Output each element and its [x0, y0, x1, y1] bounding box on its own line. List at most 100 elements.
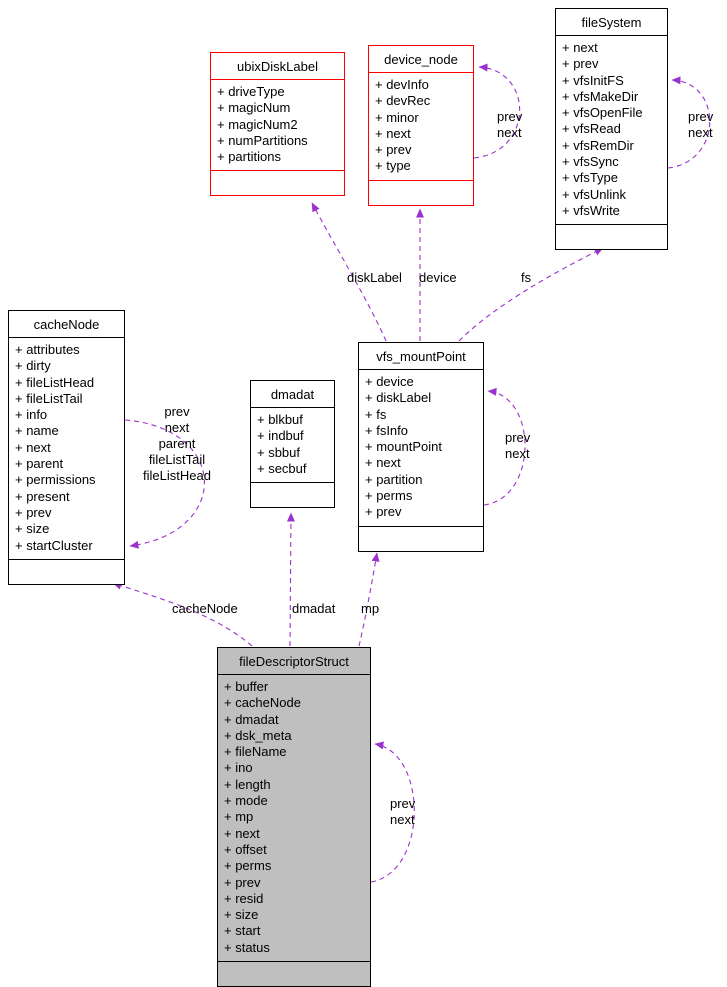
- class-footer: [369, 181, 473, 205]
- class-footer: [218, 962, 370, 986]
- field-list: + driveType+ magicNum+ magicNum2+ numPar…: [211, 80, 344, 172]
- class-footer: [556, 225, 667, 249]
- field-list: + next+ prev+ vfsInitFS+ vfsMakeDir+ vfs…: [556, 36, 667, 226]
- node-dmadat[interactable]: dmadat + blkbuf+ indbuf+ sbbuf+ secbuf: [250, 380, 335, 509]
- field: + next: [562, 40, 598, 55]
- field: + type: [375, 158, 411, 174]
- field: + next: [375, 125, 411, 141]
- field: + next: [15, 439, 51, 455]
- field: + startCluster: [15, 537, 93, 553]
- edge-label-line: prev: [688, 109, 714, 124]
- edge-label-line: next: [688, 125, 713, 140]
- field: + buffer: [224, 679, 269, 694]
- field: + dmadat: [224, 711, 279, 727]
- field: + mountPoint: [365, 439, 442, 455]
- field: + length: [224, 776, 271, 792]
- field: + vfsWrite: [562, 202, 620, 218]
- edge-label-fd-dmadat: dmadat: [292, 601, 336, 616]
- node-cache-node[interactable]: cacheNode + attributes+ dirty+ fileListH…: [8, 310, 125, 585]
- field: + indbuf: [257, 428, 304, 444]
- edge-label-line: prev: [497, 109, 523, 124]
- node-ubix-disk-label[interactable]: ubixDiskLabel + driveType+ magicNum+ mag…: [210, 52, 345, 197]
- class-title: device_node: [369, 46, 473, 73]
- edge-fd-mp: [358, 552, 380, 647]
- class-title: ubixDiskLabel: [211, 53, 344, 80]
- edge-label-device: device: [419, 270, 457, 285]
- field: + magicNum: [217, 100, 291, 116]
- node-vfs-mount-point[interactable]: vfs_mountPoint + device+ diskLabel+ fs+ …: [358, 342, 484, 552]
- edge-label-line: fileListTail: [148, 452, 206, 467]
- field: + dirty: [15, 358, 51, 374]
- edge-fd-dmadat: [286, 512, 295, 647]
- edge-cache-node-self: [124, 419, 205, 549]
- field: + partition: [365, 471, 423, 487]
- field-list: + devInfo+ devRec+ minor+ next+ prev+ ty…: [369, 73, 473, 181]
- edge-label-line: prev: [505, 430, 531, 445]
- field: + mode: [224, 793, 268, 809]
- field-list: + attributes+ dirty+ fileListHead+ fileL…: [9, 338, 124, 560]
- field: + vfsMakeDir: [562, 88, 639, 104]
- edge-disklabel: [311, 202, 387, 342]
- field: + vfsOpenFile: [562, 105, 643, 121]
- field: + resid: [224, 890, 264, 906]
- node-file-system[interactable]: fileSystem + next+ prev+ vfsInitFS+ vfsM…: [555, 8, 668, 251]
- field: + prev: [15, 504, 52, 520]
- class-title: fileDescriptorStruct: [218, 648, 370, 675]
- class-title: vfs_mountPoint: [359, 343, 483, 370]
- field: + ino: [224, 760, 253, 776]
- field-list: + device+ diskLabel+ fs+ fsInfo+ mountPo…: [359, 370, 483, 527]
- field: + fsInfo: [365, 422, 408, 438]
- edge-label-line: prev: [164, 404, 190, 419]
- edge-file-system-self: [667, 76, 711, 169]
- edge-device-node-self: [473, 63, 521, 159]
- field: + cacheNode: [224, 695, 301, 711]
- field: + prev: [224, 874, 261, 890]
- field-list: + blkbuf+ indbuf+ sbbuf+ secbuf: [251, 408, 334, 484]
- field: + magicNum2: [217, 116, 298, 132]
- field: + next: [224, 825, 260, 841]
- field: + device: [365, 374, 414, 389]
- field: + prev: [562, 56, 599, 72]
- node-device-node[interactable]: device_node + devInfo+ devRec+ minor+ ne…: [368, 45, 474, 206]
- edge-label-fs: fs: [521, 270, 532, 285]
- field: + perms: [224, 858, 272, 874]
- field: + prev: [375, 142, 412, 158]
- edge-label-line: next: [497, 125, 522, 140]
- field: + name: [15, 423, 59, 439]
- field: + present: [15, 488, 70, 504]
- field: + dsk_meta: [224, 727, 292, 743]
- class-title: dmadat: [251, 381, 334, 408]
- field: + vfsUnlink: [562, 186, 626, 202]
- field: + fs: [365, 406, 387, 422]
- field: + vfsSync: [562, 154, 619, 170]
- edge-label-fd-mp: mp: [361, 601, 380, 616]
- class-title: fileSystem: [556, 9, 667, 36]
- field: + vfsRead: [562, 121, 621, 137]
- field: + fileListTail: [15, 390, 83, 406]
- field: + next: [365, 455, 401, 471]
- edge-fs: [458, 247, 604, 342]
- field: + perms: [365, 488, 413, 504]
- field: + secbuf: [257, 460, 307, 476]
- field: + attributes: [15, 342, 80, 357]
- class-footer: [359, 527, 483, 551]
- class-footer: [251, 483, 334, 507]
- field: + start: [224, 923, 261, 939]
- field: + mp: [224, 809, 254, 825]
- field: + sbbuf: [257, 444, 301, 460]
- field: + size: [15, 521, 50, 537]
- field: + parent: [15, 456, 64, 472]
- field: + vfsType: [562, 170, 618, 186]
- edge-fd-cache-node: [112, 581, 253, 647]
- field: + size: [224, 907, 259, 923]
- field: + info: [15, 407, 48, 423]
- edge-fd-self: [370, 741, 415, 883]
- field: + partitions: [217, 149, 281, 165]
- field: + permissions: [15, 472, 96, 488]
